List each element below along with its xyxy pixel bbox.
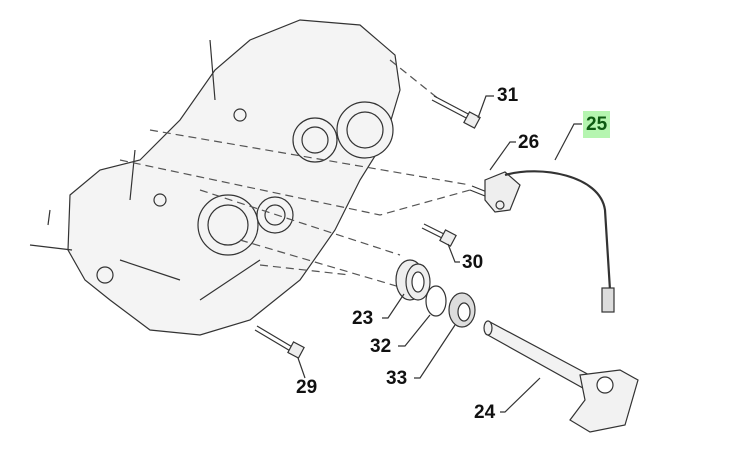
bolt-30 [421,223,457,247]
part-label-24[interactable]: 24 [474,402,496,423]
sensor-25 [469,170,615,313]
bearing-23 [395,259,431,301]
shaft-24 [483,320,639,433]
seal-33 [448,292,476,328]
bolt-29 [254,325,305,359]
part-label-26[interactable]: 26 [518,132,540,153]
part-label-30[interactable]: 30 [462,252,484,273]
crankcase-half [67,19,401,336]
part-label-32[interactable]: 32 [370,336,392,357]
part-label-23[interactable]: 23 [352,308,374,329]
o-ring-32 [425,285,447,317]
part-label-29[interactable]: 29 [296,377,318,398]
part-label-25-highlighted[interactable]: 25 [583,111,611,138]
bolt-31 [431,95,481,129]
part-label-31[interactable]: 31 [497,85,519,106]
part-label-33[interactable]: 33 [386,368,408,389]
assembly-lines [119,59,471,291]
leader-lines [297,95,582,413]
